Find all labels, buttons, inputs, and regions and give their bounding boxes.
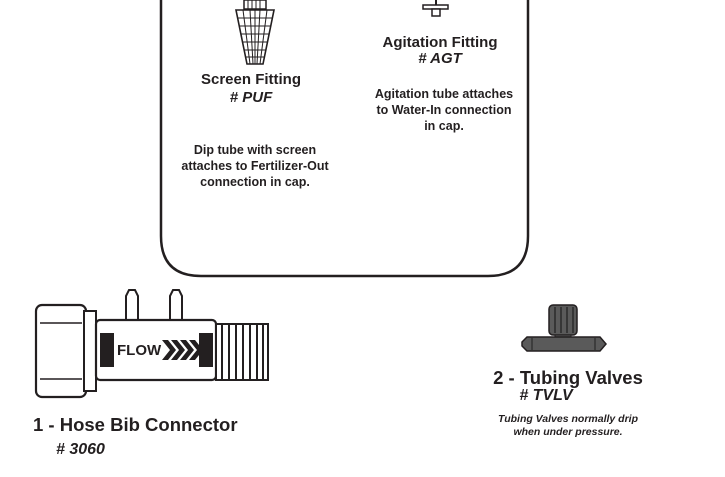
screen-fitting-part-number: # PUF [229,89,273,106]
hose-bib-connector-part-number: # 3060 [56,441,105,458]
screen-fitting-icon [235,0,275,65]
hose-bib-connector-icon [34,289,269,399]
container-outline [159,0,530,278]
tubing-valve-icon [521,304,607,352]
agitation-fitting-title: Agitation Fitting [382,34,498,51]
agitation-fitting-description: Agitation tube attaches to Water-In conn… [374,87,514,133]
screen-fitting-title: Screen Fitting [200,71,302,88]
screen-fitting-description: Dip tube with screen attaches to Fertili… [181,143,329,189]
agitation-fitting-part-number: # AGT [418,50,462,67]
tubing-valves-title: 2 - Tubing Valves [493,367,643,388]
agitation-fitting-icon [422,0,449,17]
hose-bib-connector-title: 1 - Hose Bib Connector [33,414,238,435]
flow-label: FLOW [117,342,162,359]
tubing-valves-note: Tubing Valves normally drip when under p… [497,413,639,438]
tubing-valves-part-number: # TVLV [519,387,573,404]
